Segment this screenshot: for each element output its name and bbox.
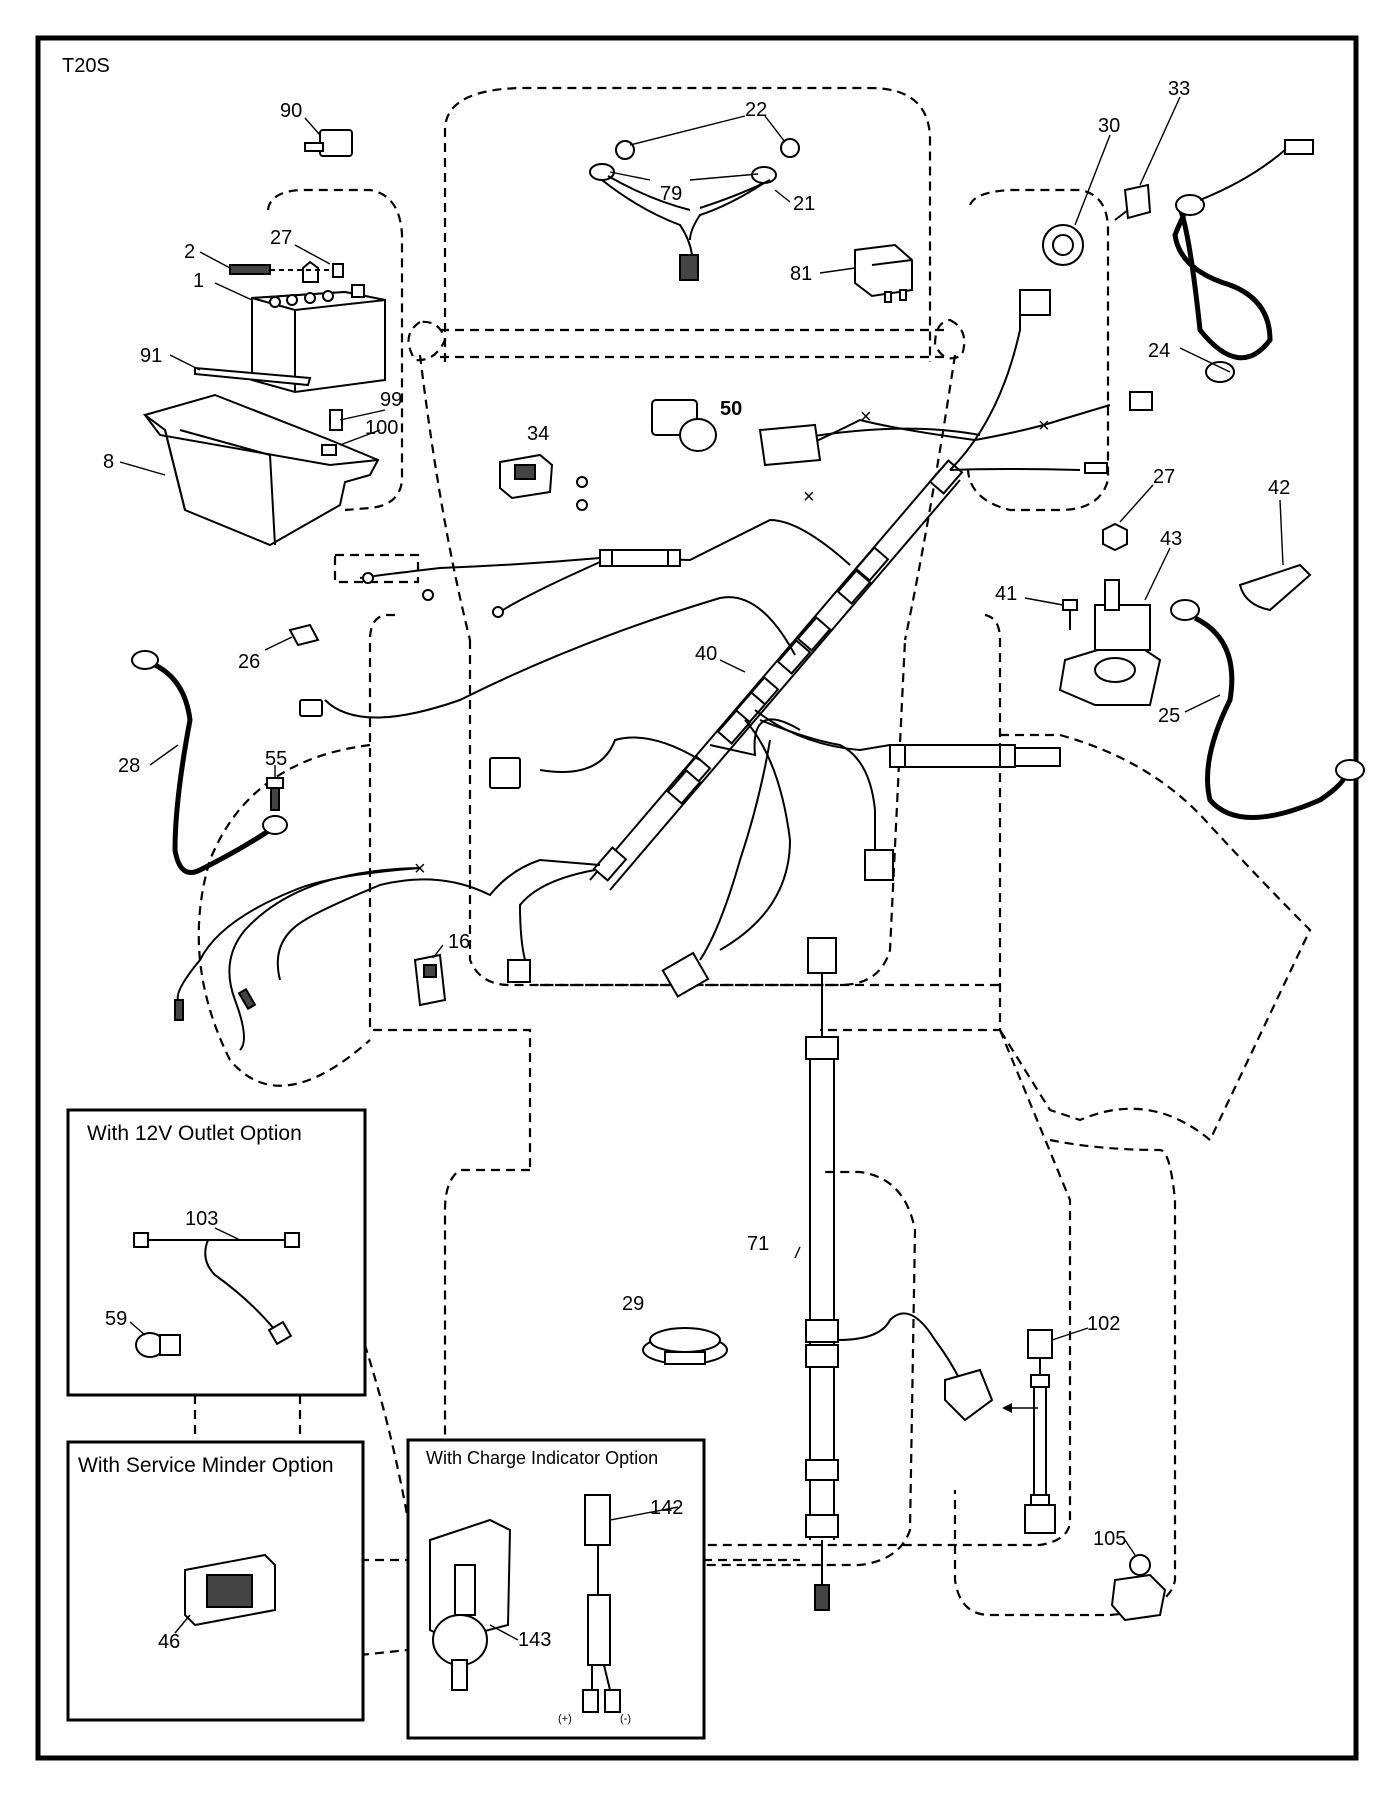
connector-a (299, 699, 323, 717)
ground-cable-28 (131, 650, 288, 875)
screw-41 (1062, 599, 1078, 630)
plunger-switch-90 (304, 129, 353, 157)
callout-22: 22 (745, 99, 767, 121)
sticker (758, 423, 822, 467)
callout-29: 29 (622, 1293, 644, 1315)
positive-terminal-label: (+) (558, 1713, 572, 1725)
callout-90: 90 (280, 100, 302, 122)
battery-1 (251, 260, 386, 394)
ignition-key-33 (1114, 183, 1152, 221)
rear-harness-71 (805, 937, 994, 1611)
callout-33: 33 (1168, 78, 1190, 100)
chassis-outline (193, 86, 1312, 1657)
callout-34: 34 (527, 423, 549, 445)
callout-50: 50 (720, 398, 742, 420)
battery-strap-91 (194, 366, 312, 387)
seat-switch-16 (413, 953, 447, 1007)
main-wiring-harness: × × × × (176, 305, 1111, 1051)
connector-b (489, 757, 521, 789)
battery-cable-25 (1170, 599, 1365, 820)
rocker-switch-34 (499, 453, 554, 500)
callout-71: 71 (747, 1233, 769, 1255)
callout-43: 43 (1160, 528, 1182, 550)
fuel-solenoid-105 (1110, 1554, 1167, 1622)
negative-terminal-label: (-) (620, 1713, 631, 1725)
ignition-switch-30 (1042, 224, 1084, 266)
svg-text:×: × (803, 486, 815, 508)
outlet-option-box (66, 1108, 367, 1397)
service-minder-option-box (66, 1440, 365, 1722)
grommet-29 (642, 1327, 728, 1365)
terminal-boot-42 (1238, 563, 1312, 612)
callout-46: 46 (158, 1631, 180, 1653)
model-code: T20S (62, 55, 110, 77)
callout-27a: 27 (270, 227, 292, 249)
callout-59: 59 (105, 1308, 127, 1330)
starter-solenoid-43 (1058, 579, 1162, 706)
connector-f (1019, 289, 1051, 316)
bolt-55 (266, 777, 284, 811)
callout-40: 40 (695, 643, 717, 665)
connector-c (864, 849, 894, 881)
callout-1: 1 (193, 270, 204, 292)
charge-indicator-option-box (406, 1438, 706, 1740)
svg-text:×: × (860, 406, 872, 428)
svg-text:×: × (1038, 415, 1050, 437)
callout-26: 26 (238, 651, 260, 673)
callout-79: 79 (660, 183, 682, 205)
fuse-26 (288, 623, 320, 647)
callout-labels: 90 2 27 1 91 8 99 100 22 79 21 81 30 33 … (103, 78, 1290, 1653)
callout-8: 8 (103, 451, 114, 473)
leader-lines (119, 96, 1284, 1641)
callout-91: 91 (140, 345, 162, 367)
hex-nut-27-right (1102, 522, 1128, 552)
harness-102 (1002, 1329, 1056, 1534)
callout-2: 2 (184, 241, 195, 263)
headlight-assembly (589, 138, 800, 281)
callout-103: 103 (185, 1208, 218, 1230)
callout-21: 21 (793, 193, 815, 215)
connector-g (1129, 391, 1153, 411)
callout-25: 25 (1158, 705, 1180, 727)
battery-tray-8 (142, 393, 380, 547)
callout-27b: 27 (1153, 466, 1175, 488)
connector-e (661, 951, 710, 998)
connector-h (1084, 462, 1108, 474)
service-minder-option-title: With Service Minder Option (78, 1454, 334, 1477)
callout-24: 24 (1148, 340, 1170, 362)
outlet-option-title: With 12V Outlet Option (87, 1122, 302, 1145)
charge-indicator-option-title: With Charge Indicator Option (426, 1448, 658, 1468)
relay-81 (854, 243, 913, 303)
callout-41: 41 (995, 583, 1017, 605)
callout-99: 99 (380, 389, 402, 411)
bolt-2 (229, 263, 344, 278)
svg-text:×: × (414, 858, 426, 880)
diagram-frame (35, 35, 1359, 1761)
callout-16: 16 (448, 931, 470, 953)
callout-100: 100 (365, 417, 398, 439)
callout-102: 102 (1087, 1313, 1120, 1335)
callout-142: 142 (650, 1497, 683, 1519)
callout-81: 81 (790, 263, 812, 285)
connector-d (507, 959, 531, 983)
callout-28: 28 (118, 755, 140, 777)
callout-30: 30 (1098, 115, 1120, 137)
battery-cable-24 (1172, 139, 1314, 383)
callout-143: 143 (518, 1629, 551, 1651)
callout-105: 105 (1093, 1528, 1126, 1550)
callout-42: 42 (1268, 477, 1290, 499)
key-switch-50 (651, 399, 717, 452)
callout-55: 55 (265, 748, 287, 770)
